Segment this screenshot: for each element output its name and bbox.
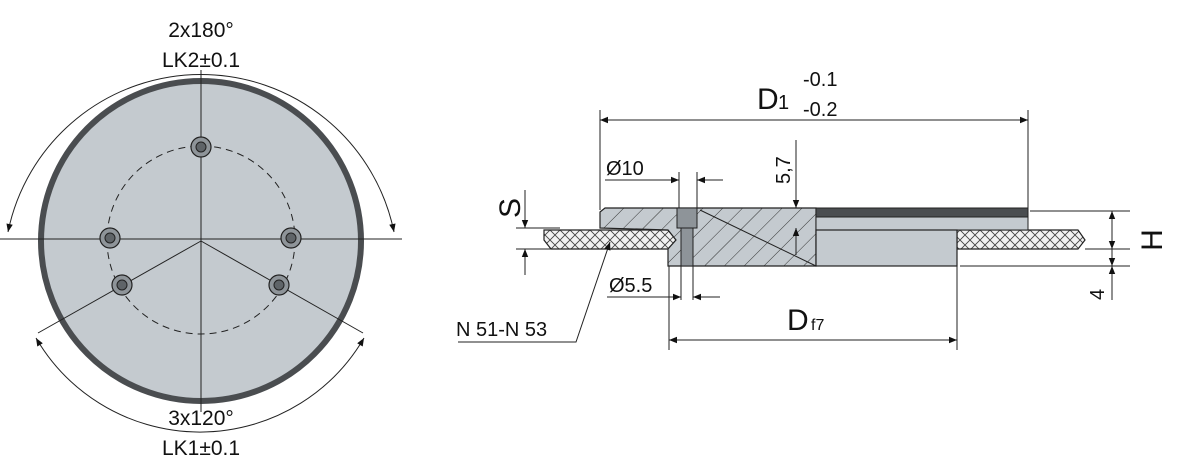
angle-bottom-label: 3x120° xyxy=(168,407,234,430)
plate-section xyxy=(599,207,817,267)
s-label: S xyxy=(494,198,527,218)
d1-tol-lower: -0.2 xyxy=(803,99,837,121)
counterbore xyxy=(676,207,698,229)
pad-left xyxy=(543,229,677,250)
material-leader xyxy=(458,241,611,343)
bore-small-label: Ø5.5 xyxy=(609,275,652,297)
spigot xyxy=(815,229,958,267)
top-view: 2x180° LK2±0.1 3x120° LK1±0.1 xyxy=(0,19,402,460)
material-label: N 51-N 53 xyxy=(456,319,547,341)
section-view: D 1 -0.1 -0.2 D f7 Ø10 Ø5.5 5,7 S H 4 N … xyxy=(456,69,1169,350)
d1-tol-upper: -0.1 xyxy=(803,69,837,91)
arc-2x180 xyxy=(6,74,396,233)
d1-sub: 1 xyxy=(778,92,789,114)
d1-label: D xyxy=(757,83,779,116)
through-hole xyxy=(680,227,694,267)
hole-top xyxy=(190,136,212,158)
d-fit: f7 xyxy=(811,317,824,334)
plate-right xyxy=(815,207,1029,218)
hole-left xyxy=(99,227,121,249)
hole-lower-right xyxy=(268,274,290,296)
arc-3x120 xyxy=(35,337,365,433)
h-label: H xyxy=(1136,229,1169,251)
pitch-top-label: LK2±0.1 xyxy=(162,49,240,72)
pad-right xyxy=(956,229,1086,250)
plate-right-face xyxy=(815,216,1029,231)
d-label: D xyxy=(787,304,809,337)
depth-label: 5,7 xyxy=(773,156,795,184)
pitch-bottom-label: LK1±0.1 xyxy=(162,437,240,460)
hole-lower-left xyxy=(111,274,133,296)
bore-large-label: Ø10 xyxy=(606,158,644,180)
angle-top-label: 2x180° xyxy=(168,19,234,42)
gap-label: 4 xyxy=(1087,289,1109,300)
hole-right xyxy=(280,227,302,249)
